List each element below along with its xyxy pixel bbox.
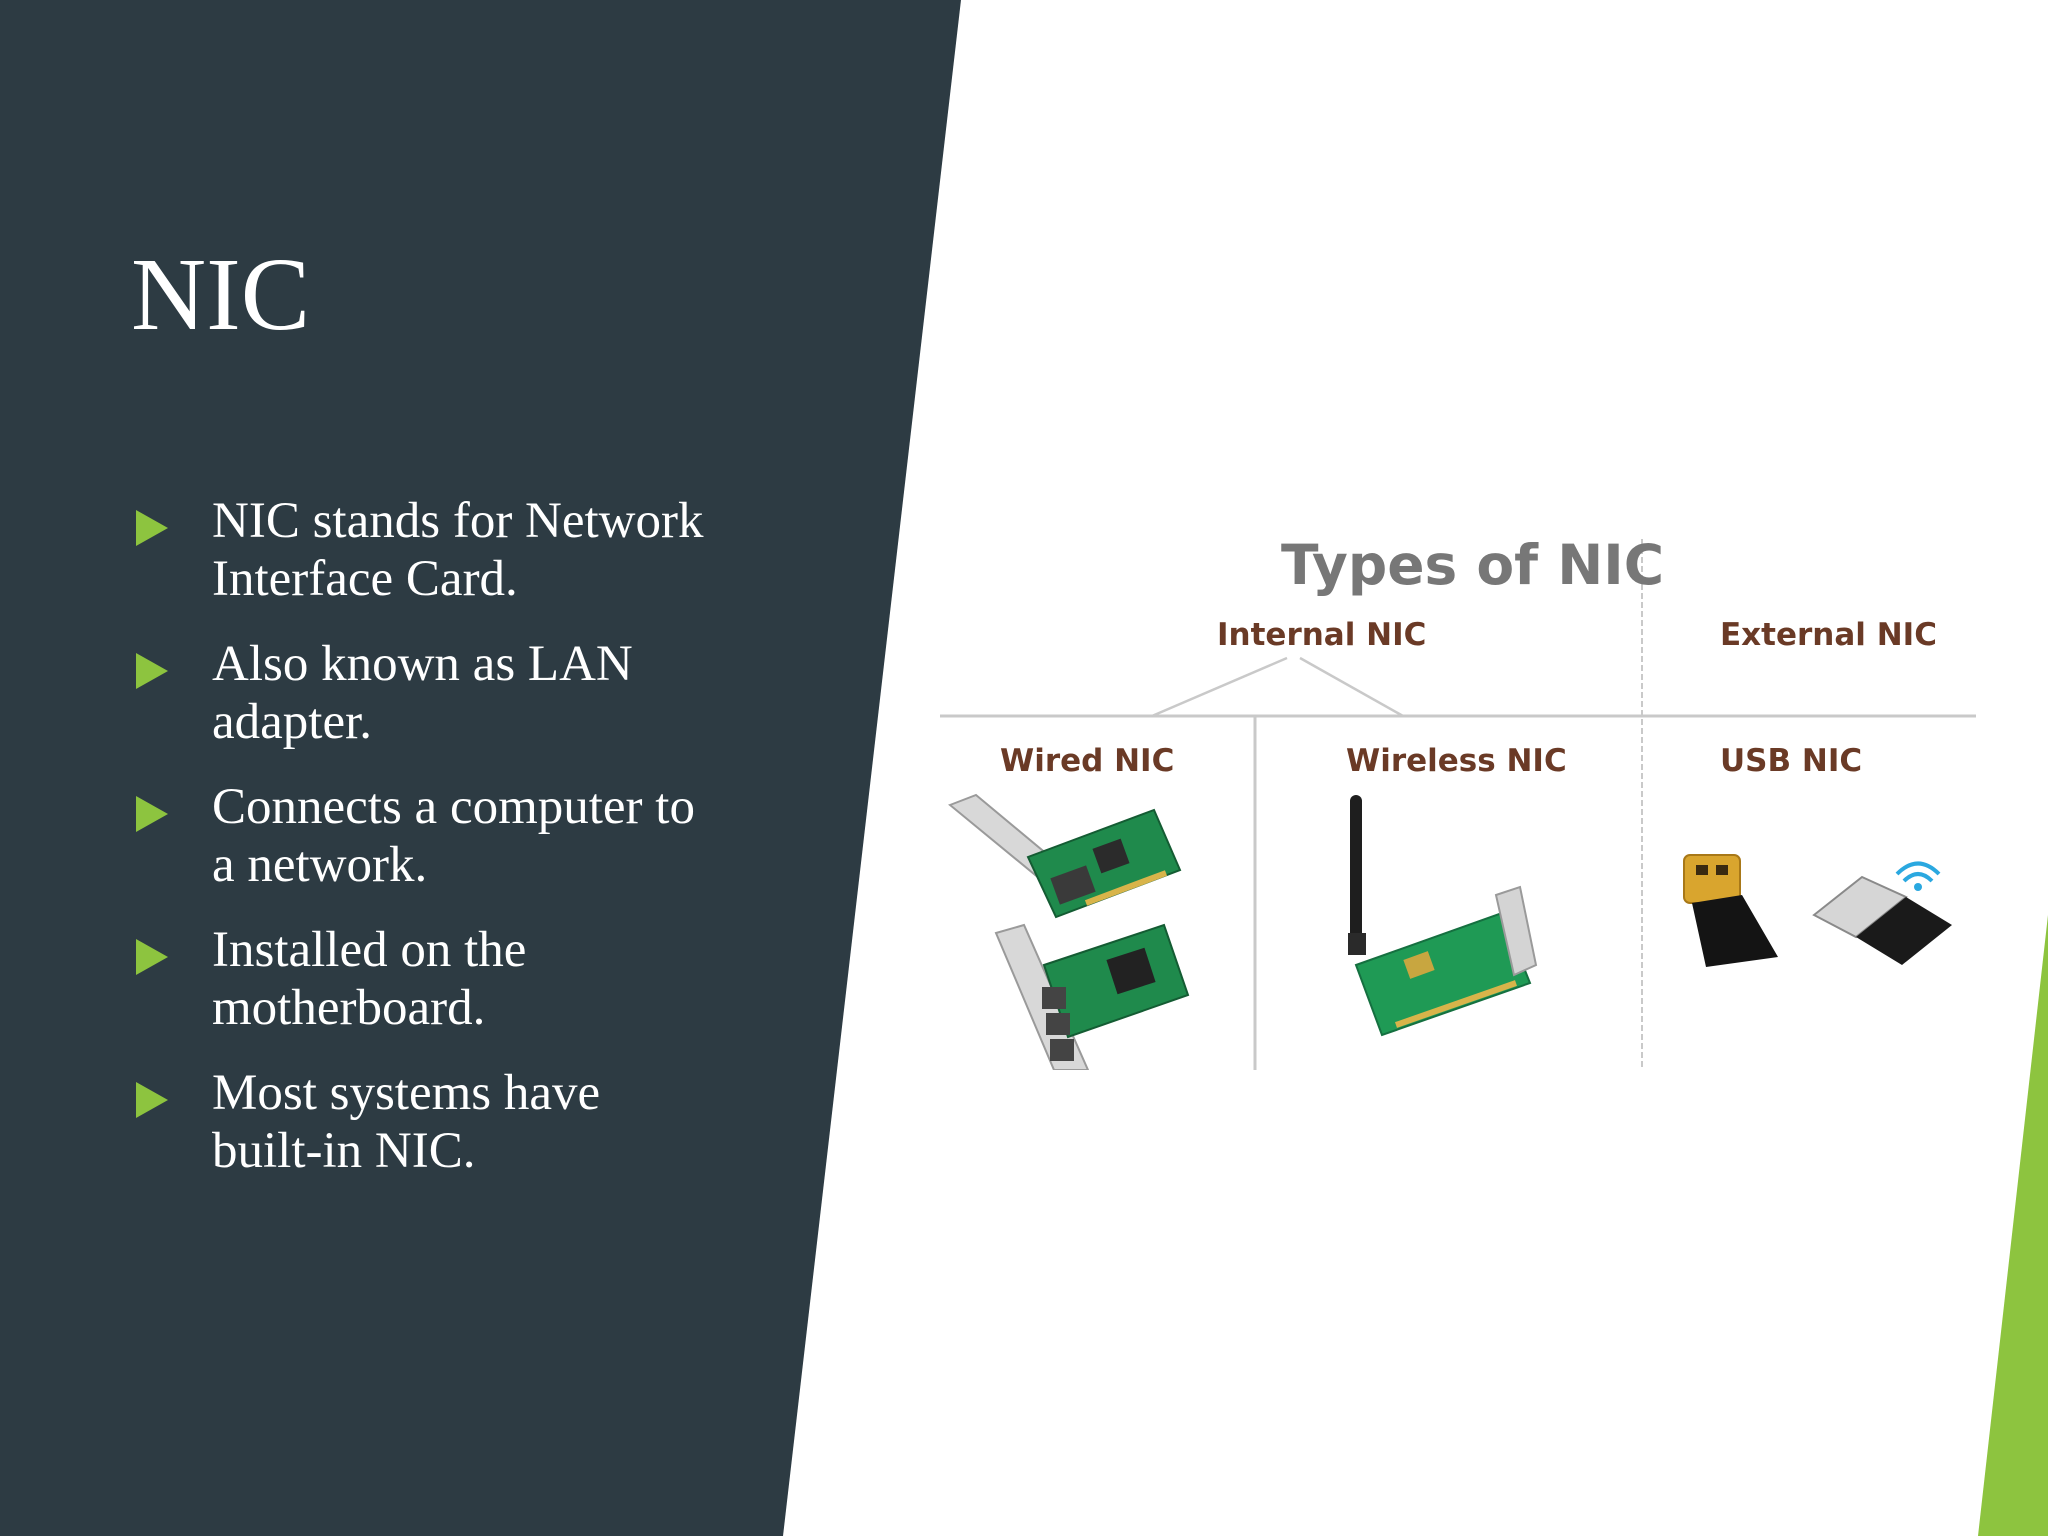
- triangle-bullet-icon: [136, 653, 168, 689]
- wired-nic-card-icon: [948, 793, 1182, 919]
- bullet-item: Also known as LAN adapter.: [136, 635, 776, 751]
- bullet-text-line1: Installed on the: [212, 922, 527, 978]
- bullet-item: NIC stands for Network Interface Card.: [136, 492, 776, 608]
- bullet-text-line1: Also known as LAN: [212, 636, 633, 692]
- bullet-item: Most systems have built-in NIC.: [136, 1064, 776, 1180]
- usb-nic-label: USB NIC: [1720, 743, 1863, 779]
- triangle-bullet-icon: [136, 939, 168, 975]
- bullet-text-line2: a network.: [212, 837, 428, 893]
- bullet-text-line2: Interface Card.: [212, 551, 518, 607]
- green-accent-stripe: [1978, 915, 2048, 1536]
- external-nic-label: External NIC: [1720, 617, 1937, 653]
- bullet-text-line1: NIC stands for Network: [212, 493, 704, 549]
- bullet-text-line2: built-in NIC.: [212, 1123, 476, 1179]
- bullet-list: NIC stands for Network Interface Card. A…: [136, 492, 776, 1207]
- bullet-text-line1: Connects a computer to: [212, 779, 695, 835]
- branch-line-left: [1151, 656, 1288, 718]
- bullet-text-line2: adapter.: [212, 694, 372, 750]
- figure-graphics: [940, 539, 1976, 1070]
- bullet-item: Installed on the motherboard.: [136, 921, 776, 1037]
- triangle-bullet-icon: [136, 1082, 168, 1118]
- usb-nic-adapter-icon: [1683, 854, 1778, 967]
- internal-nic-label: Internal NIC: [1217, 617, 1427, 653]
- nic-types-figure: Types of NIC Internal NIC External NIC W…: [936, 525, 1976, 1070]
- wired-nic-label: Wired NIC: [1000, 743, 1175, 779]
- figure-title: Types of NIC: [1281, 533, 1665, 597]
- usb-nic-adapter-icon: [1812, 861, 1952, 965]
- bullet-text-line2: motherboard.: [212, 980, 486, 1036]
- triangle-bullet-icon: [136, 796, 168, 832]
- triangle-bullet-icon: [136, 510, 168, 546]
- wired-nic-card-icon: [994, 923, 1190, 1070]
- wireless-nic-label: Wireless NIC: [1346, 743, 1567, 779]
- bullet-text-line1: Most systems have: [212, 1065, 601, 1121]
- branch-line-right: [1299, 656, 1404, 718]
- wireless-nic-card-icon: [1348, 795, 1538, 1037]
- dark-panel: [0, 0, 961, 1536]
- slide-title: NIC: [131, 237, 311, 352]
- bullet-item: Connects a computer to a network.: [136, 778, 776, 894]
